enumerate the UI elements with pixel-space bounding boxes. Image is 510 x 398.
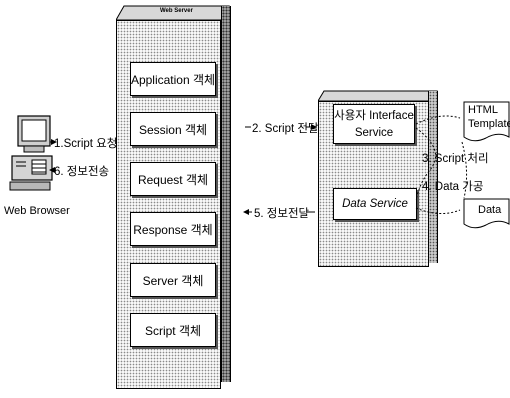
resource-link [462, 142, 467, 198]
script-process-curve [416, 128, 436, 200]
template-link [416, 116, 460, 124]
data-link [416, 208, 460, 214]
